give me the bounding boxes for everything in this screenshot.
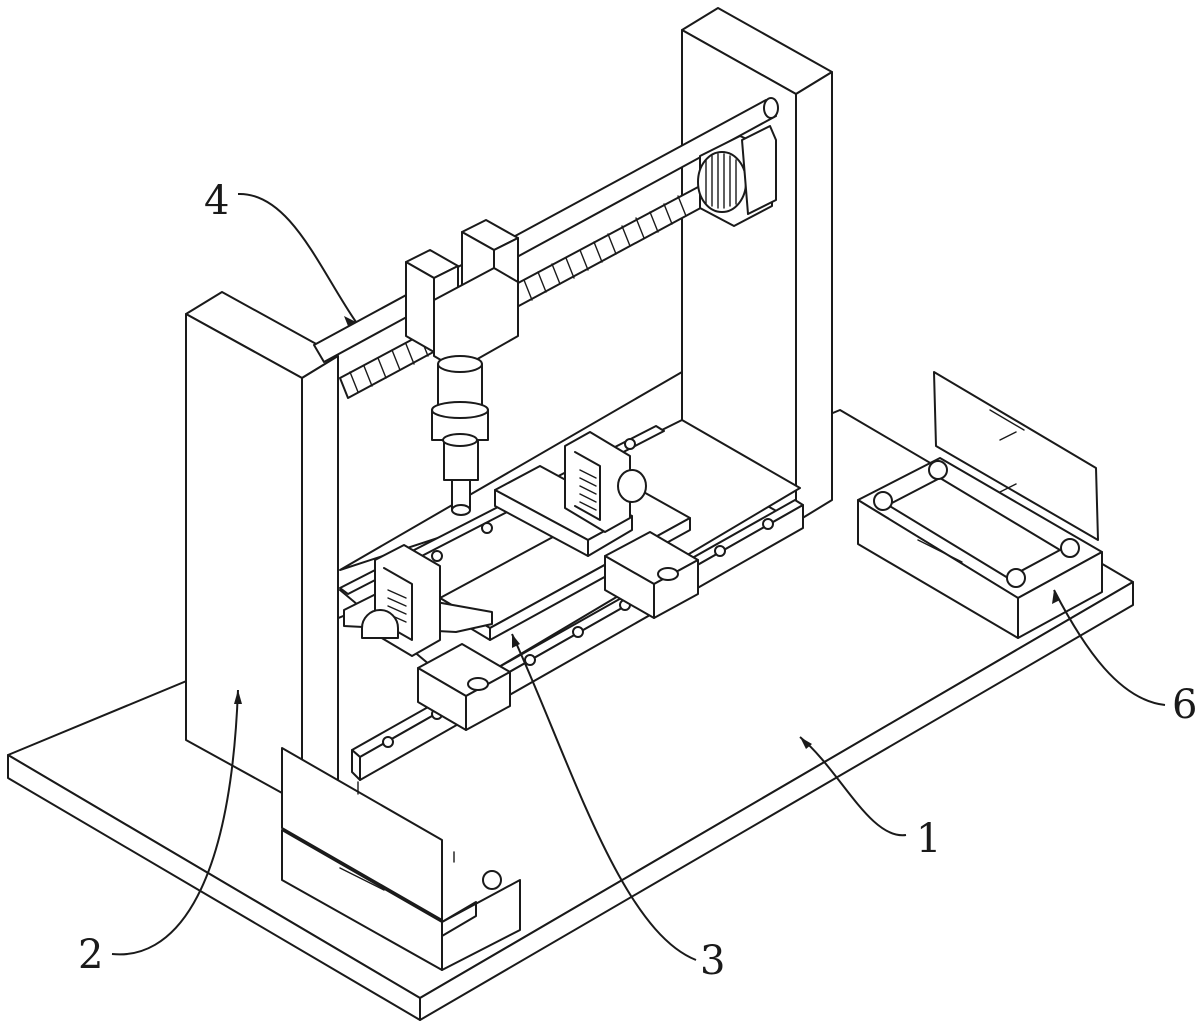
slide-block-front: [417, 531, 699, 731]
callout-6: 6: [1172, 682, 1197, 728]
motor: [697, 125, 777, 227]
callout-2: 2: [78, 932, 103, 978]
arrow-3: [512, 634, 520, 648]
arrow-6: [1052, 590, 1060, 604]
callout-3: 3: [700, 938, 725, 984]
callouts: 1 2 3 4 6: [78, 178, 1197, 984]
carriage: [405, 219, 519, 371]
clamp-front: [343, 544, 493, 657]
arrow-2: [234, 690, 242, 704]
left-column: [185, 291, 339, 805]
spring-icon: [579, 469, 597, 511]
leader-3: [511, 633, 697, 961]
leader-2: [111, 689, 239, 956]
clamp-back: [494, 431, 647, 557]
callout-1: 1: [916, 816, 941, 862]
leader-lines: [111, 192, 1166, 961]
callout-4: 4: [204, 178, 229, 224]
lead-screw: [339, 185, 709, 399]
arrow-4: [344, 316, 356, 326]
spring-icon: [387, 589, 407, 623]
spindle-head: [431, 355, 489, 516]
arrow-1: [800, 737, 812, 749]
storage-box: [857, 371, 1103, 639]
storage-box-front: [281, 747, 521, 971]
leader-1: [799, 736, 907, 837]
leader-4: [237, 192, 357, 323]
leader-6: [1053, 589, 1166, 706]
